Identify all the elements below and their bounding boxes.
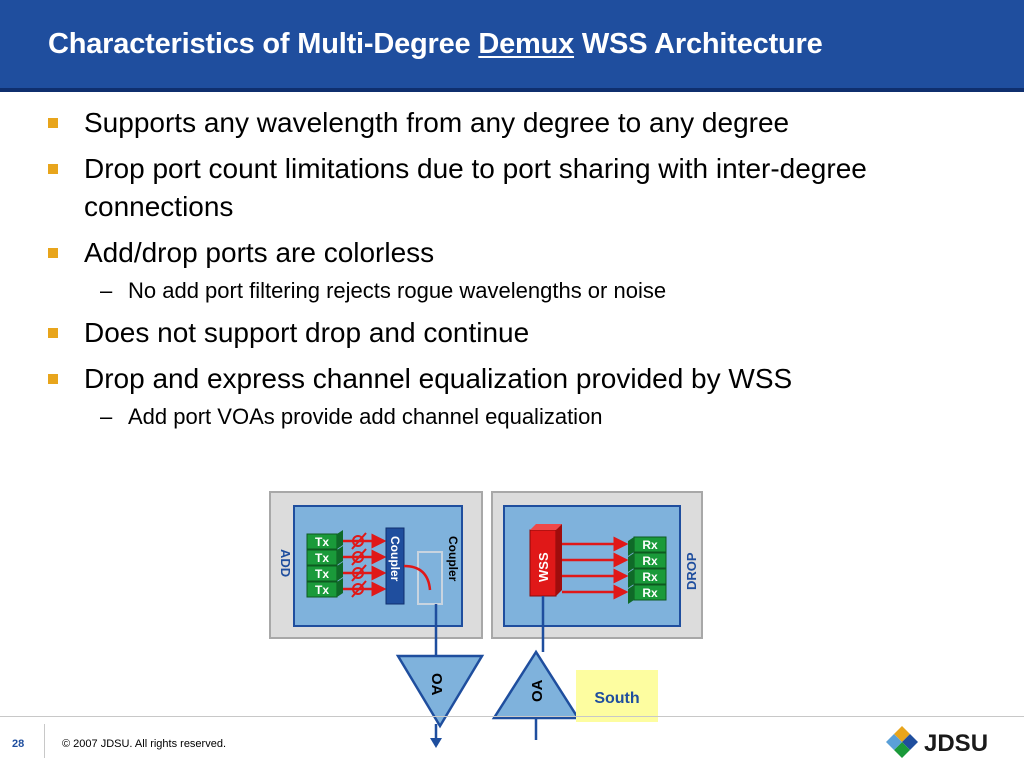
- bullet-square-icon: [48, 248, 58, 258]
- wss-block: [529, 524, 562, 597]
- bullet-text: Does not support drop and continue: [84, 317, 530, 348]
- south-label: South: [594, 690, 639, 707]
- slide-title: Characteristics of Multi-Degree Demux WS…: [48, 28, 823, 61]
- bullet-list: Supports any wavelength from any degree …: [40, 104, 1000, 432]
- tx-module: Tx: [306, 546, 343, 566]
- footer-separator: [44, 724, 45, 758]
- dash-icon: –: [100, 278, 113, 303]
- bullet-text: Supports any wavelength from any degree …: [84, 107, 790, 138]
- page-number: 28: [12, 738, 25, 750]
- sub-bullet-item: –Add port VOAs provide add channel equal…: [40, 402, 1000, 432]
- logo-text: JDSU: [924, 730, 989, 757]
- bullet-square-icon: [48, 164, 58, 174]
- oa-right-label: OA: [529, 679, 546, 702]
- tx-label: Tx: [315, 567, 329, 581]
- title-bar: Characteristics of Multi-Degree Demux WS…: [0, 0, 1024, 92]
- bullet-text: Drop and express channel equalization pr…: [84, 363, 793, 394]
- bullet-square-icon: [48, 118, 58, 128]
- jdsu-logo: JDSU: [882, 722, 1012, 762]
- tx-module: Tx: [306, 562, 343, 582]
- rx-label: Rx: [642, 586, 658, 600]
- tx-label: Tx: [315, 583, 329, 597]
- add-label: ADD: [278, 549, 293, 577]
- fiber-lines: [434, 596, 545, 740]
- fiber-arrow-icon: [430, 738, 442, 748]
- bullet-text: Drop port count limitations due to port …: [84, 153, 867, 222]
- outer-coupler-label: Coupler: [446, 536, 460, 582]
- tx-label: Tx: [315, 535, 329, 549]
- tx-label: Tx: [315, 551, 329, 565]
- bullet-item: Drop port count limitations due to port …: [40, 150, 1000, 226]
- oa-left-triangle: [395, 654, 485, 729]
- dash-icon: –: [100, 404, 113, 429]
- rx-module: Rx: [628, 552, 667, 572]
- copyright-text: © 2007 JDSU. All rights reserved.: [62, 738, 227, 750]
- bullet-square-icon: [48, 328, 58, 338]
- title-suffix: WSS Architecture: [574, 28, 823, 60]
- south-box: [576, 670, 658, 722]
- rx-module: Rx: [628, 584, 667, 604]
- wss-label: WSS: [536, 552, 551, 582]
- bullet-square-icon: [48, 374, 58, 384]
- footer-divider: [0, 716, 1024, 717]
- voa-icon: [351, 532, 367, 598]
- add-panel: [269, 491, 483, 639]
- architecture-diagram: ADD Tx Tx Tx Tx Coupler Coupler: [269, 491, 703, 748]
- rx-module: Rx: [628, 536, 667, 556]
- sub-bullet-text: No add port filtering rejects rogue wave…: [128, 278, 667, 303]
- sub-bullet-text: Add port VOAs provide add channel equali…: [128, 404, 603, 429]
- drop-signal-lines: [562, 536, 629, 600]
- bullet-item: Drop and express channel equalization pr…: [40, 360, 1000, 398]
- bullet-item: Add/drop ports are colorless: [40, 234, 1000, 272]
- tx-module: Tx: [306, 530, 343, 550]
- rx-label: Rx: [642, 570, 658, 584]
- title-prefix: Characteristics of Multi-Degree: [48, 28, 479, 60]
- drop-panel: [491, 491, 703, 639]
- oa-right-triangle: [491, 649, 581, 720]
- rx-label: Rx: [642, 554, 658, 568]
- oa-left-label: OA: [428, 673, 445, 696]
- inner-coupler-label: Coupler: [388, 536, 402, 582]
- bullet-item: Supports any wavelength from any degree …: [40, 104, 1000, 142]
- bullet-item: Does not support drop and continue: [40, 314, 1000, 352]
- title-emphasis: Demux: [478, 28, 575, 60]
- rx-module: Rx: [628, 568, 667, 588]
- jdsu-logo-mark-icon: [886, 726, 918, 758]
- drop-label: DROP: [684, 552, 699, 590]
- rx-label: Rx: [642, 538, 658, 552]
- outer-coupler: [417, 551, 443, 605]
- sub-bullet-item: –No add port filtering rejects rogue wav…: [40, 276, 1000, 306]
- tx-module: Tx: [306, 578, 343, 598]
- bullet-text: Add/drop ports are colorless: [84, 237, 435, 268]
